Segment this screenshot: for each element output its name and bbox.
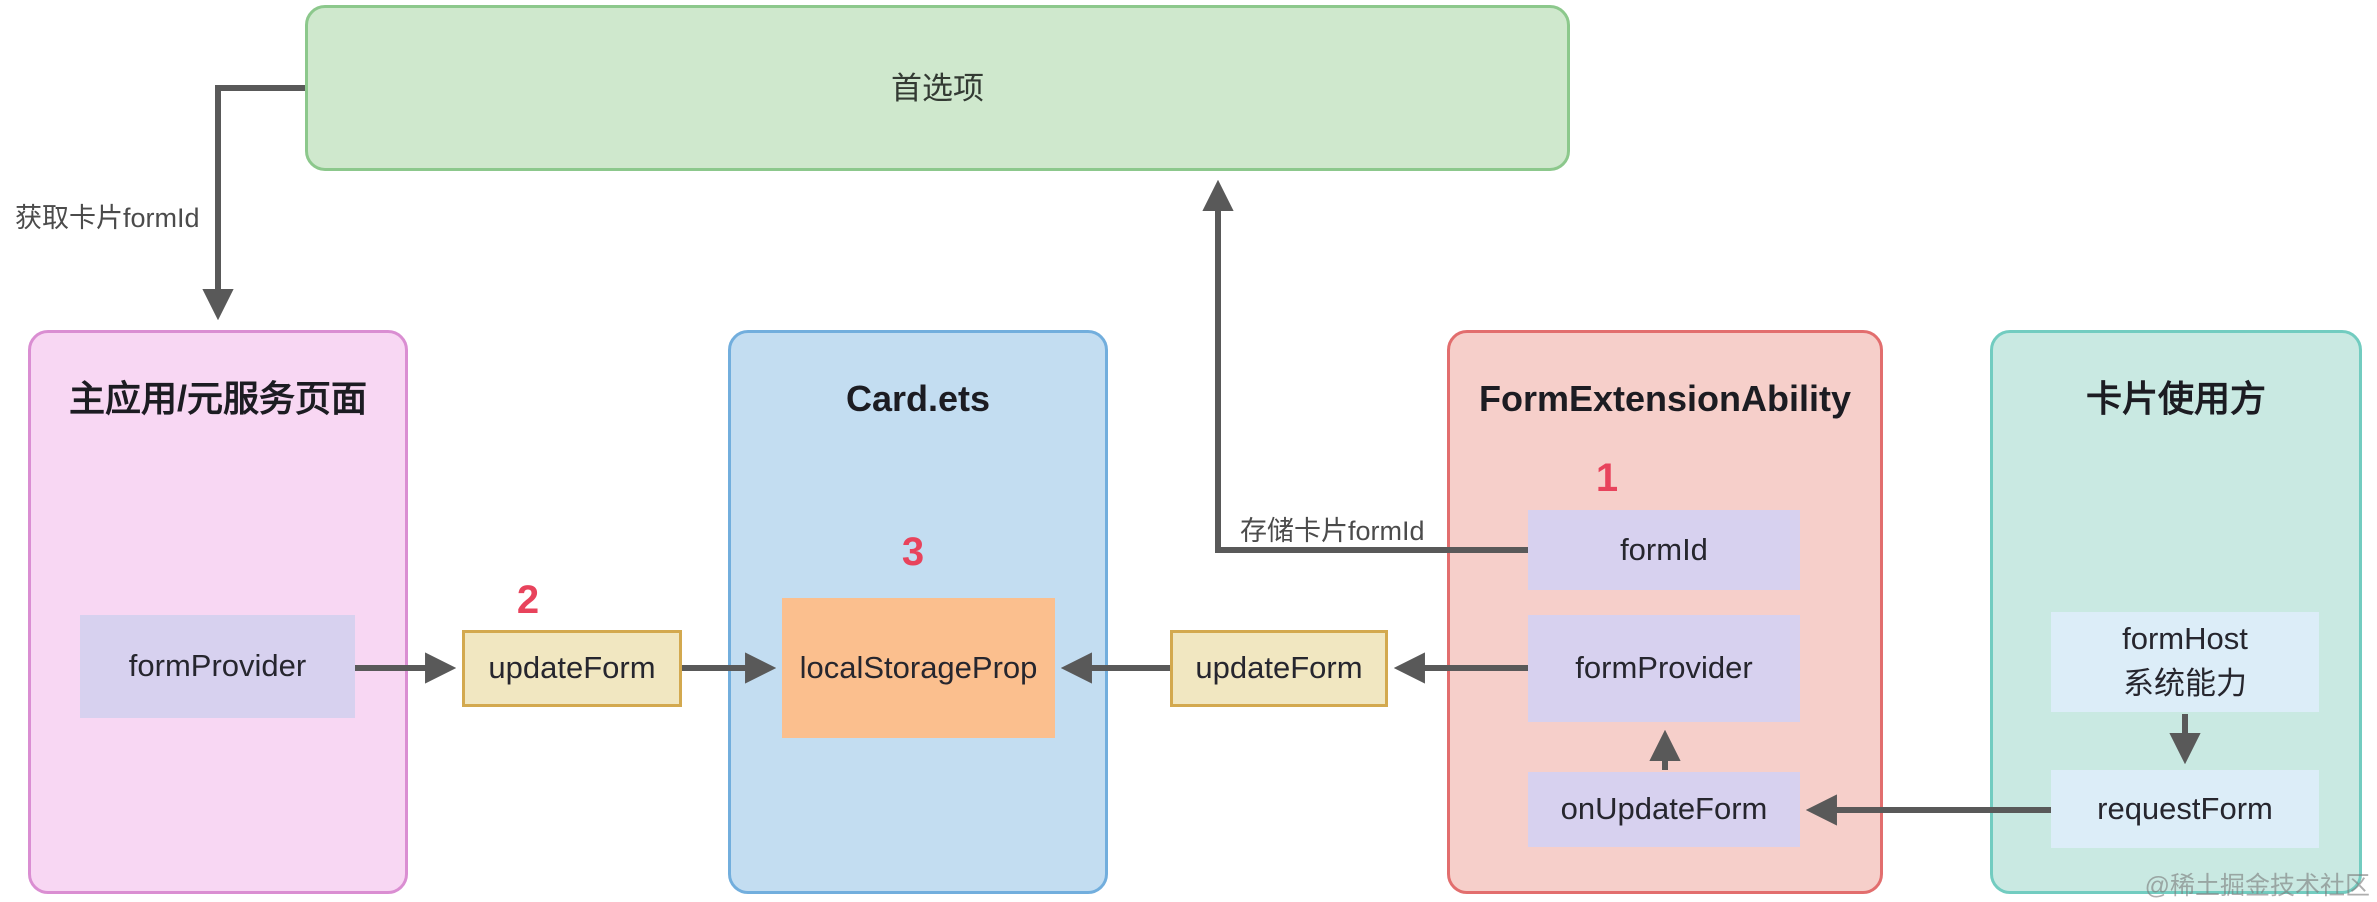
on-update-form-node: onUpdateForm	[1528, 772, 1800, 847]
form-id-node: formId	[1528, 510, 1800, 590]
form-provider-node-main-app: formProvider	[80, 615, 355, 718]
form-host-sub-label: 系统能力	[2123, 666, 2247, 701]
update-form-node-left: updateForm	[462, 630, 682, 707]
arrow-preferences-to-main-app	[202, 85, 305, 321]
form-host-node: formHost 系统能力	[2051, 612, 2319, 712]
watermark-text: @稀土掘金技术社区	[2144, 872, 2370, 900]
form-host-label: formHost	[2122, 621, 2248, 657]
form-provider-node-fea: formProvider	[1528, 615, 1800, 722]
main-app-box: 主应用/元服务页面	[28, 330, 408, 894]
request-form-node: requestForm	[2051, 770, 2319, 848]
get-form-id-annotation: 获取卡片formId	[15, 203, 200, 233]
update-form-node-right: updateForm	[1170, 630, 1388, 707]
card-user-title: 卡片使用方	[2085, 378, 2266, 419]
card-ets-title: Card.ets	[845, 378, 991, 419]
preferences-box: 首选项	[305, 5, 1570, 171]
form-extension-ability-title: FormExtensionAbility	[1478, 378, 1852, 419]
step-number-1: 1	[1595, 456, 1619, 500]
preferences-title: 首选项	[891, 70, 984, 106]
step-number-2: 2	[516, 578, 540, 622]
local-storage-prop-node: localStorageProp	[782, 598, 1055, 738]
store-form-id-annotation: 存储卡片formId	[1240, 516, 1425, 546]
step-number-3: 3	[901, 530, 925, 574]
main-app-title: 主应用/元服务页面	[68, 378, 367, 419]
